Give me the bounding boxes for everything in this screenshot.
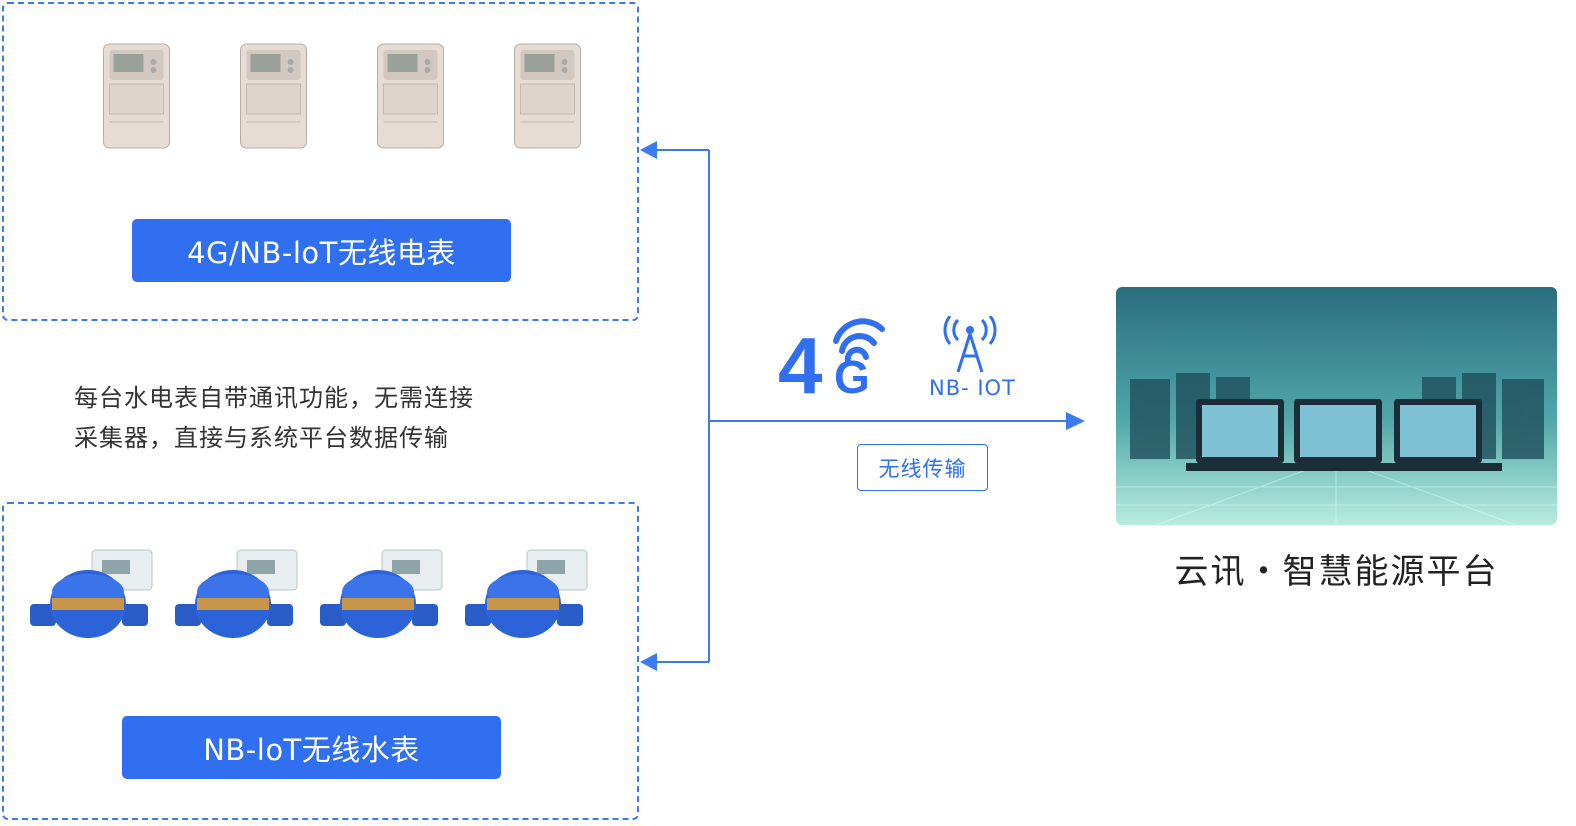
platform-image [1116,287,1557,525]
arrowhead-platform [1066,412,1085,430]
description-line-1: 每台水电表自带通讯功能，无需连接 [74,384,474,412]
arrowhead-electric [640,141,657,159]
nbiot-tower-icon [930,315,1010,378]
water-meter-row [26,546,606,646]
electric-meter-group: 4G/NB-loT无线电表 [2,2,639,321]
nbiot-label: NB- IOT [929,376,1016,400]
electric-meter-icon [514,43,581,149]
svg-text:4: 4 [778,321,823,397]
electric-meter-icon [377,43,444,149]
description-line-2: 采集器，直接与系统平台数据传输 [74,424,449,452]
wireless-transmission-badge: 无线传输 [857,444,988,491]
svg-text:G: G [834,351,870,397]
water-meter-icon [465,549,588,638]
water-meter-icon [30,549,153,638]
water-meter-label: NB-loT无线水表 [122,716,501,779]
water-meter-group: NB-loT无线水表 [2,502,639,820]
electric-meter-icon [240,43,307,149]
platform-title: 云讯・智慧能源平台 [1174,552,1499,592]
water-meter-icon [320,549,443,638]
arrowhead-water [640,653,657,671]
4g-icon: 4 G [778,313,888,410]
water-meter-icon [175,549,298,638]
electric-meter-icon [103,43,170,149]
electric-meter-row [68,42,616,150]
electric-meter-label: 4G/NB-loT无线电表 [132,219,511,282]
